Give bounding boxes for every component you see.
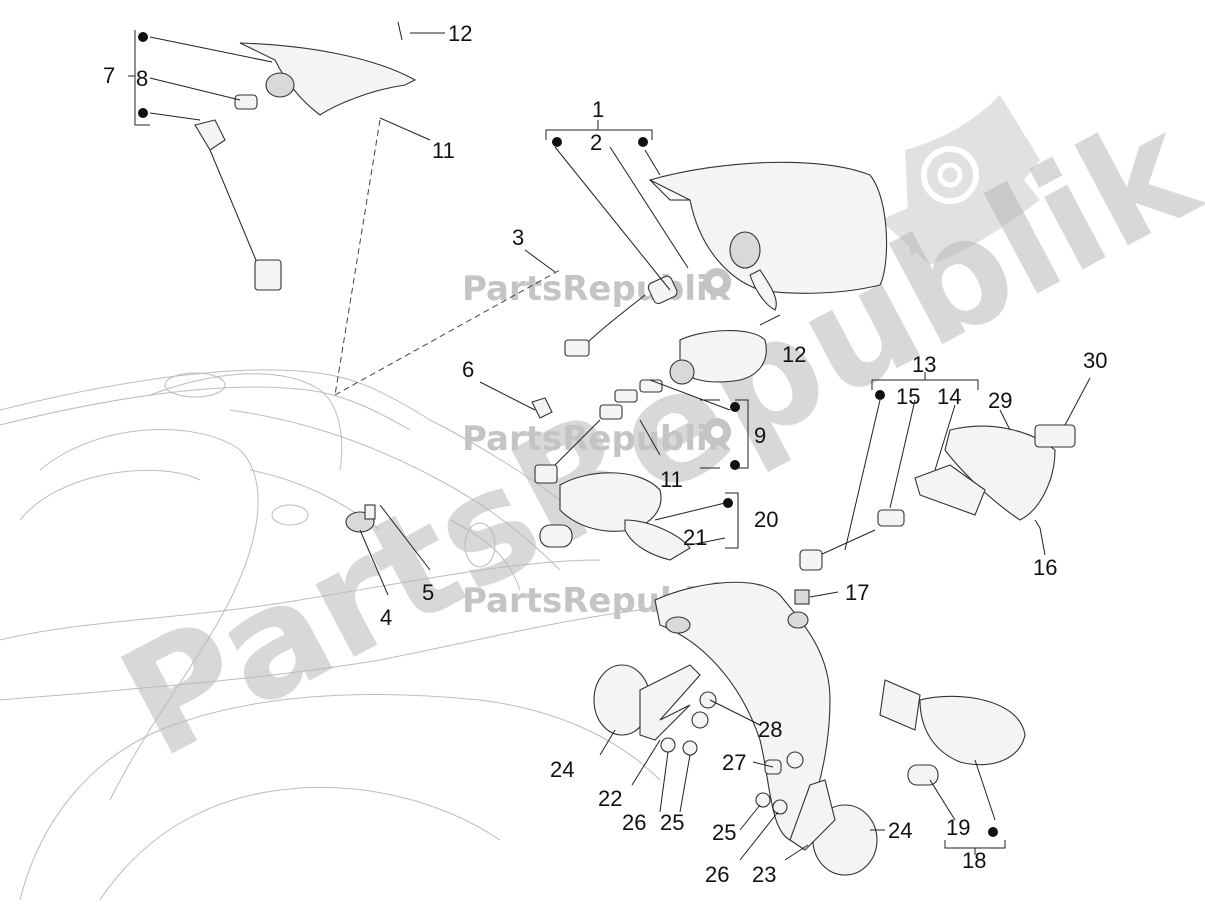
rear-turn-indicator-right (879, 679, 1026, 786)
bracket-left (639, 664, 701, 741)
small-fuse (794, 589, 810, 605)
scooter-body-outline (0, 369, 661, 901)
callout-3: 3 (512, 225, 524, 250)
callout-12: 12 (448, 21, 472, 46)
headlamp-assembly (648, 161, 888, 311)
callout-14: 14 (937, 384, 961, 409)
bracket-right (789, 779, 836, 851)
small-bulbs (534, 379, 663, 484)
callout-8: 8 (136, 66, 148, 91)
callout-16: 16 (1033, 555, 1057, 580)
callout-15: 15 (896, 384, 920, 409)
callout-24: 24 (550, 757, 574, 782)
rear-light-assembly (799, 424, 1076, 571)
watermark-small-text: PartsRepublik (462, 419, 732, 459)
callout-6: 6 (462, 357, 474, 382)
callout-11: 11 (432, 138, 455, 163)
callout-26: 26 (705, 862, 729, 887)
callout-5: 5 (422, 580, 434, 605)
rear-turn-indicator-left (539, 472, 691, 561)
callout-27: 27 (722, 750, 746, 775)
callout-18: 18 (962, 848, 986, 873)
callout-25: 25 (712, 820, 736, 845)
callout-24: 24 (888, 818, 912, 843)
callout-19: 19 (946, 815, 970, 840)
lamp-cover (669, 330, 767, 385)
watermark-small-text: PartsRepublik (462, 269, 732, 309)
screw-12 (397, 21, 403, 41)
callout-28: 28 (758, 717, 782, 742)
watermark-small-1: PartsRepublik (462, 268, 732, 309)
front-turn-indicator (194, 42, 417, 291)
callout-21: 21 (683, 525, 707, 550)
callout-17: 17 (845, 580, 869, 605)
callout-30: 30 (1083, 348, 1107, 373)
screw-12 (759, 314, 781, 326)
callout-12: 12 (782, 342, 806, 367)
callout-2: 2 (590, 130, 602, 155)
callout-25: 25 (660, 810, 684, 835)
callout-13: 13 (912, 352, 936, 377)
bulb-socket (564, 275, 678, 357)
callout-22: 22 (598, 786, 622, 811)
screw-16 (1034, 519, 1041, 529)
guide-line (334, 269, 561, 396)
callout-9: 9 (754, 423, 766, 448)
callout-23: 23 (752, 862, 776, 887)
callout-4: 4 (380, 605, 392, 630)
callout-29: 29 (988, 388, 1012, 413)
license-plate-holder (654, 581, 831, 841)
callout-11: 11 (660, 467, 683, 492)
callout-1: 1 (592, 97, 604, 122)
watermark-flag-logo (880, 95, 1040, 265)
gear-icon (921, 146, 979, 204)
callout-7: 7 (103, 63, 115, 88)
leader-lines (128, 30, 1091, 861)
callout-26: 26 (622, 810, 646, 835)
callout-labels: 12 7 8 11 1 2 3 12 6 9 11 20 21 5 4 13 1… (103, 21, 1107, 887)
callout-20: 20 (754, 507, 778, 532)
guide-line (334, 119, 381, 396)
switch-part (345, 504, 376, 533)
clip-part (531, 397, 553, 419)
bullet-dot (138, 32, 998, 837)
watermark-small-2: PartsRepublik (462, 418, 732, 459)
